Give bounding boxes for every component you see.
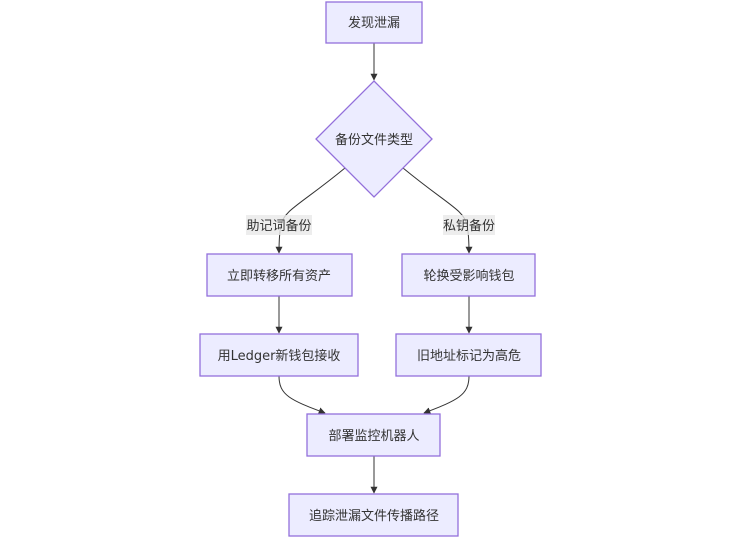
- node-discover-leak-label: 发现泄漏: [348, 15, 400, 31]
- node-rotate-wallets-label: 轮换受影响钱包: [423, 268, 514, 284]
- node-deploy-bot[interactable]: 部署监控机器人: [306, 413, 441, 457]
- node-transfer-assets-label: 立即转移所有资产: [227, 269, 331, 284]
- node-ledger-receive-label: 用Ledger新钱包接收: [218, 348, 341, 364]
- node-discover-leak[interactable]: 发现泄漏: [325, 1, 423, 44]
- edge-label-mnemonic-text: 助记词备份: [246, 218, 311, 234]
- node-deploy-bot-label: 部署监控机器人: [328, 429, 419, 444]
- node-transfer-assets[interactable]: 立即转移所有资产: [206, 253, 353, 297]
- edge-label-mnemonic: 助记词备份: [246, 215, 312, 235]
- node-backup-type-label: 备份文件类型: [335, 132, 413, 148]
- edge-type-to-rotate: [402, 167, 473, 254]
- node-rotate-wallets[interactable]: 轮换受影响钱包: [401, 253, 536, 297]
- edge-label-private-key: 私钥备份: [443, 215, 495, 235]
- edge-mark-to-bot: [423, 375, 470, 415]
- node-trace-leak[interactable]: 追踪泄漏文件传播路径: [288, 493, 459, 537]
- node-mark-high-risk[interactable]: 旧地址标记为高危: [395, 333, 542, 377]
- edge-ledger-to-bot: [278, 375, 326, 415]
- edge-type-to-transfer: [275, 167, 346, 254]
- node-trace-leak-label: 追踪泄漏文件传播路径: [309, 508, 439, 524]
- node-ledger-receive[interactable]: 用Ledger新钱包接收: [199, 333, 359, 377]
- node-mark-high-risk-label: 旧地址标记为高危: [417, 348, 521, 364]
- node-backup-type[interactable]: 备份文件类型: [315, 80, 433, 198]
- edge-label-private-key-text: 私钥备份: [443, 218, 495, 234]
